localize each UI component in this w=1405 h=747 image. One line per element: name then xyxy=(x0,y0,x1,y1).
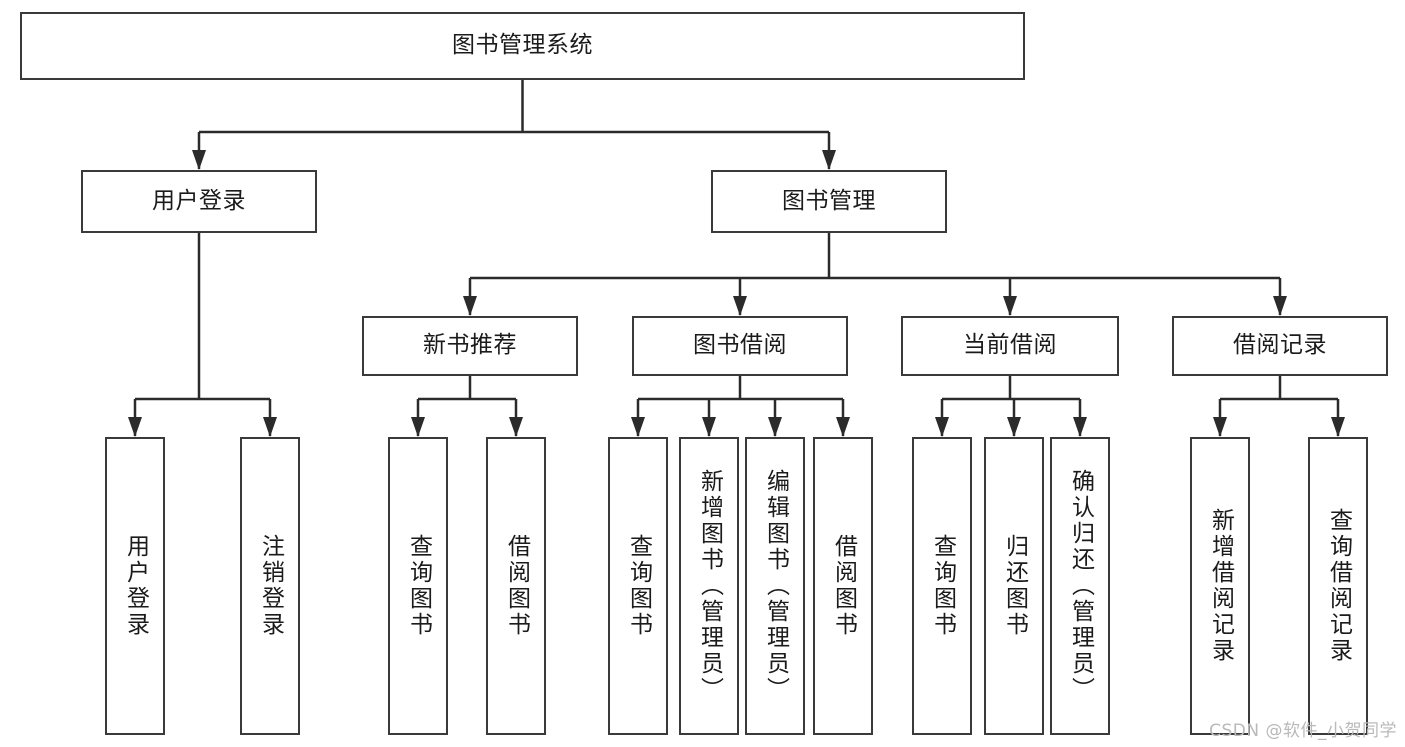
arrowhead-icon xyxy=(935,417,949,437)
node-label: 归还图书 xyxy=(1001,534,1028,638)
node-leaf-user-logout[interactable]: 注销登录 xyxy=(240,437,300,735)
node-label: 注销登录 xyxy=(257,534,284,638)
watermark-label: CSDN @软件_小贺同学 xyxy=(1209,721,1397,741)
arrowhead-icon xyxy=(631,417,645,437)
arrowhead-icon xyxy=(128,417,142,437)
node-leaf-query-record[interactable]: 查询借阅记录 xyxy=(1308,437,1368,735)
node-label: 新增借阅记录 xyxy=(1207,508,1234,664)
node-label: 新书推荐 xyxy=(423,332,517,359)
arrowhead-icon xyxy=(733,296,747,316)
arrowhead-icon xyxy=(1213,417,1227,437)
node-root[interactable]: 图书管理系统 xyxy=(20,12,1025,80)
arrowhead-icon xyxy=(192,150,206,170)
node-label: 图书借阅 xyxy=(693,332,787,359)
node-leaf-user-login[interactable]: 用户登录 xyxy=(105,437,165,735)
arrowhead-icon xyxy=(411,417,425,437)
node-label: 用户登录 xyxy=(122,534,149,638)
node-label: 用户登录 xyxy=(152,187,246,214)
node-label: 当前借阅 xyxy=(963,332,1057,359)
node-label: 借阅记录 xyxy=(1233,332,1327,359)
arrowhead-icon xyxy=(463,296,477,316)
node-label: 查询图书 xyxy=(625,534,652,638)
arrowhead-icon xyxy=(1273,296,1287,316)
node-label: 编辑图书（管理员） xyxy=(762,469,789,703)
node-label: 确认归还（管理员） xyxy=(1067,469,1094,703)
arrowhead-icon xyxy=(702,417,716,437)
node-label: 查询借阅记录 xyxy=(1325,508,1352,664)
node-leaf-add-record[interactable]: 新增借阅记录 xyxy=(1190,437,1250,735)
arrowhead-icon xyxy=(1073,417,1087,437)
node-label: 图书管理系统 xyxy=(452,32,593,59)
node-leaf-confirm-return[interactable]: 确认归还（管理员） xyxy=(1050,437,1110,735)
node-leaf-borrow-book-rec[interactable]: 借阅图书 xyxy=(486,437,546,735)
arrowhead-icon xyxy=(509,417,523,437)
node-new-book-rec[interactable]: 新书推荐 xyxy=(362,316,578,376)
arrowhead-icon xyxy=(822,150,836,170)
node-leaf-query-book-rec[interactable]: 查询图书 xyxy=(388,437,448,735)
arrowhead-icon xyxy=(836,417,850,437)
node-leaf-borrow-book-b[interactable]: 借阅图书 xyxy=(813,437,873,735)
node-leaf-query-book-b[interactable]: 查询图书 xyxy=(608,437,668,735)
arrowhead-icon xyxy=(768,417,782,437)
node-user-login[interactable]: 用户登录 xyxy=(81,170,317,233)
node-book-borrow[interactable]: 图书借阅 xyxy=(632,316,848,376)
node-label: 查询图书 xyxy=(929,534,956,638)
node-leaf-return-book[interactable]: 归还图书 xyxy=(984,437,1044,735)
node-leaf-add-book[interactable]: 新增图书（管理员） xyxy=(679,437,739,735)
arrowhead-icon xyxy=(1003,296,1017,316)
node-borrow-record[interactable]: 借阅记录 xyxy=(1172,316,1388,376)
arrowhead-icon xyxy=(263,417,277,437)
arrowhead-icon xyxy=(1331,417,1345,437)
node-book-manage[interactable]: 图书管理 xyxy=(711,170,947,233)
node-label: 图书管理 xyxy=(782,187,876,214)
node-leaf-query-book-c[interactable]: 查询图书 xyxy=(912,437,972,735)
node-label: 借阅图书 xyxy=(503,534,530,638)
node-leaf-edit-book[interactable]: 编辑图书（管理员） xyxy=(745,437,805,735)
arrowhead-icon xyxy=(1007,417,1021,437)
node-label: 查询图书 xyxy=(405,534,432,638)
node-label: 新增图书（管理员） xyxy=(696,469,723,703)
node-current-borrow[interactable]: 当前借阅 xyxy=(901,316,1119,376)
node-label: 借阅图书 xyxy=(830,534,857,638)
